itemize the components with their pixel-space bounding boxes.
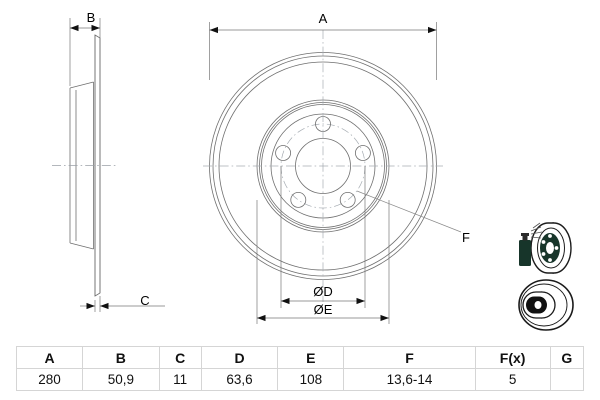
technical-drawing-canvas: B C A ØD ØE F: [52, 10, 574, 331]
table-header-cell: A: [15, 346, 84, 369]
dimension-B: [69, 18, 101, 86]
dimension-E: [256, 200, 390, 324]
table-header-cell: D: [200, 346, 279, 369]
dimension-label-A: A: [319, 11, 328, 26]
table-value-cell: 11: [158, 368, 202, 391]
table-header-cell: F: [343, 346, 476, 369]
table-value-cell: 5: [474, 368, 551, 391]
dimension-label-B: B: [87, 10, 96, 25]
dimension-label-C: C: [140, 293, 149, 308]
dimension-label-F: F: [462, 230, 470, 245]
table-header-cell: B: [82, 346, 160, 369]
table-header-cell: C: [158, 346, 202, 369]
table-header-row: A B C D E F F(x) G: [15, 346, 585, 369]
thumbnail-disc-with-spray-can: [519, 222, 572, 274]
thumbnail-disc-perspective: [518, 279, 574, 331]
table-value-cell: 63,6: [200, 368, 279, 391]
table-value-cell: 108: [277, 368, 345, 391]
table-header-cell: F(x): [474, 346, 551, 369]
table-header-cell: G: [549, 346, 585, 369]
table-value-cell: [549, 368, 585, 391]
spray-mist-icon: [530, 222, 543, 239]
table-value-row: 280 50,9 11 63,6 108 13,6-14 5: [15, 368, 585, 391]
dimension-A: [209, 22, 437, 80]
dimension-label-D: ØD: [313, 284, 333, 299]
table-value-cell: 280: [15, 368, 84, 391]
table-value-cell: 50,9: [82, 368, 160, 391]
leader-line-F: [356, 190, 462, 233]
dimension-C: [80, 296, 165, 312]
table-header-cell: E: [277, 346, 345, 369]
dimension-label-E: ØE: [314, 302, 333, 317]
table-value-cell: 13,6-14: [343, 368, 476, 391]
specification-table: A B C D E F F(x) G 280 50,9 11 63,6 108 …: [15, 346, 585, 391]
dimension-D: [280, 166, 366, 308]
